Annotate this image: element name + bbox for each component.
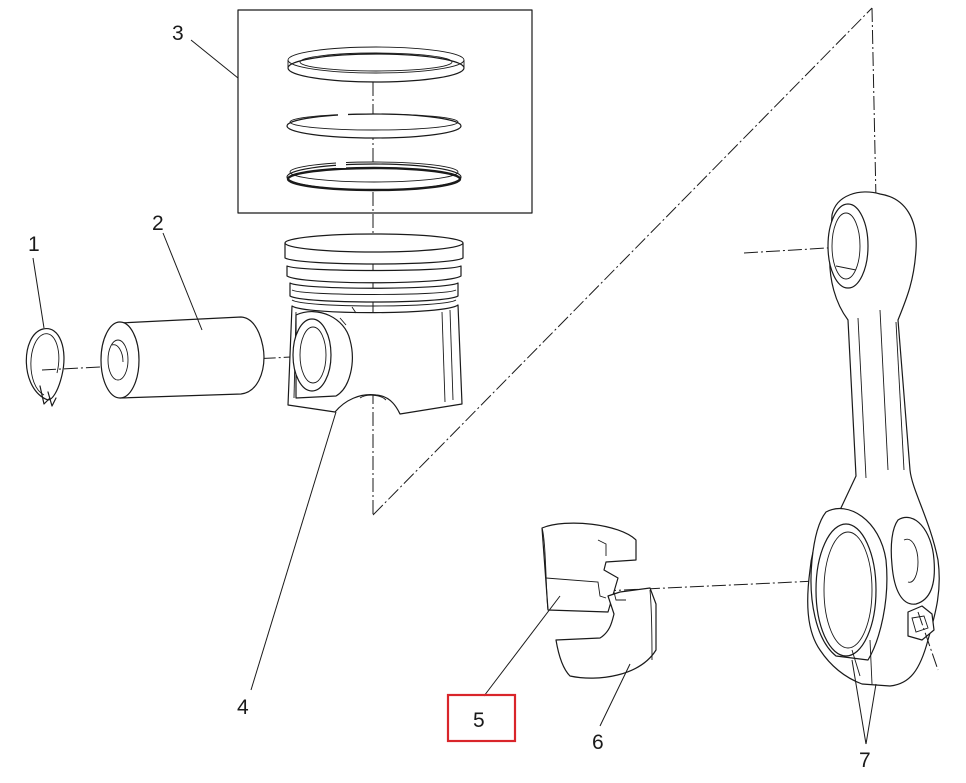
center-lines	[41, 7, 877, 592]
piston-pin	[100, 316, 265, 399]
callout-6: 6	[592, 731, 604, 754]
callout-7: 7	[859, 749, 871, 772]
oil-control-ring	[286, 160, 462, 192]
callout-1: 1	[28, 233, 40, 256]
piston-pin-circlip	[25, 328, 65, 407]
callout-5: 5	[473, 709, 485, 732]
piston-ring-set-box	[237, 9, 533, 214]
callout-3: 3	[172, 22, 184, 45]
piston	[284, 233, 464, 415]
compression-ring-top	[287, 46, 465, 83]
callout-labels: 1 2 3 4 5 6 7	[28, 22, 871, 772]
leader-lines	[32, 39, 877, 745]
callout-5-highlight-box	[446, 693, 517, 743]
compression-ring-second	[286, 111, 462, 139]
callout-4: 4	[237, 696, 249, 719]
bearing-shell-upper	[541, 522, 637, 613]
callout-2: 2	[152, 212, 164, 235]
bearing-shell-lower	[555, 587, 657, 679]
connecting-rod	[807, 191, 940, 687]
